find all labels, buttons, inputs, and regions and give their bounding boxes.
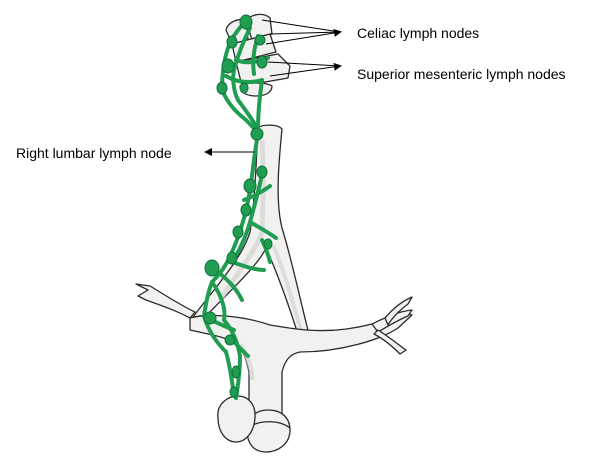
left-limb: [136, 284, 195, 318]
node-aortic-5: [233, 226, 243, 238]
node-sm-4: [240, 83, 248, 93]
node-iliac-2: [205, 260, 219, 276]
node-celiac-1: [240, 15, 252, 29]
node-aortic-1: [251, 128, 263, 140]
node-aortic-4: [241, 204, 251, 216]
node-aortic-3: [244, 179, 256, 193]
node-celiac-2: [227, 36, 237, 48]
node-aortic-2: [257, 166, 267, 178]
celiac-pointer-1: [262, 20, 340, 32]
right-lumbar-lymph-node-label: Right lumbar lymph node: [16, 145, 172, 161]
node-sm-3: [217, 82, 227, 94]
node-celiac-3: [255, 35, 265, 45]
right-limb-lower: [374, 330, 406, 354]
node-pelvic-3: [230, 387, 238, 397]
node-iliac-3: [264, 239, 272, 249]
testis: [218, 396, 255, 442]
node-sm-2: [257, 56, 267, 68]
node-sm-1: [222, 59, 234, 73]
celiac-lymph-nodes-label: Celiac lymph nodes: [357, 25, 479, 41]
node-iliac-4: [204, 312, 216, 324]
node-pelvic-1: [225, 335, 235, 345]
superior-mesenteric-lymph-nodes-label: Superior mesenteric lymph nodes: [357, 66, 566, 82]
node-iliac-1: [227, 252, 237, 264]
node-pelvic-2: [232, 366, 240, 378]
